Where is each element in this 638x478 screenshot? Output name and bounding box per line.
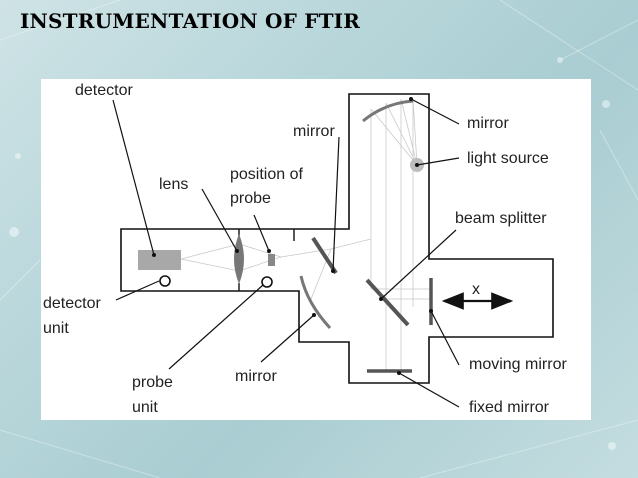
top-mirror xyxy=(311,236,338,275)
slide-title: INSTRUMENTATION OF FTIR xyxy=(20,9,361,33)
label-position-of-probe-line1: position of xyxy=(230,166,303,183)
label-beam-splitter: beam splitter xyxy=(455,210,547,227)
probe-unit-port xyxy=(261,276,273,288)
detector-unit-port xyxy=(159,275,171,287)
instrument-housing xyxy=(120,93,554,384)
probe-cell xyxy=(268,254,275,266)
label-fixed-mirror: fixed mirror xyxy=(469,399,550,416)
label-detector-unit-line2: unit xyxy=(43,320,69,337)
beam-splitter xyxy=(365,278,410,327)
label-detector: detector xyxy=(75,82,133,99)
source-mirror xyxy=(362,99,414,123)
leader-lines xyxy=(112,98,460,408)
label-mirror-source: mirror xyxy=(467,115,509,132)
label-moving-mirror: moving mirror xyxy=(469,356,567,373)
bottom-mirror xyxy=(299,275,332,330)
light-rays xyxy=(180,98,431,371)
label-light-source: light source xyxy=(467,150,549,167)
label-detector-unit-line1: detector xyxy=(43,295,101,312)
label-axis-x: x xyxy=(472,281,480,298)
label-lens: lens xyxy=(159,176,188,193)
label-mirror-bottom: mirror xyxy=(235,368,277,385)
ftir-diagram: detector mirror lens position of probe m… xyxy=(43,82,567,416)
ftir-diagram-panel: detector mirror lens position of probe m… xyxy=(41,79,591,420)
label-mirror-top: mirror xyxy=(293,123,335,140)
label-probe-unit-line1: probe xyxy=(132,374,173,391)
label-position-of-probe-line2: probe xyxy=(230,190,271,207)
label-probe-unit-line2: unit xyxy=(132,399,158,416)
lens xyxy=(234,234,244,284)
leader-dots xyxy=(152,97,433,375)
detector-element xyxy=(138,250,181,270)
